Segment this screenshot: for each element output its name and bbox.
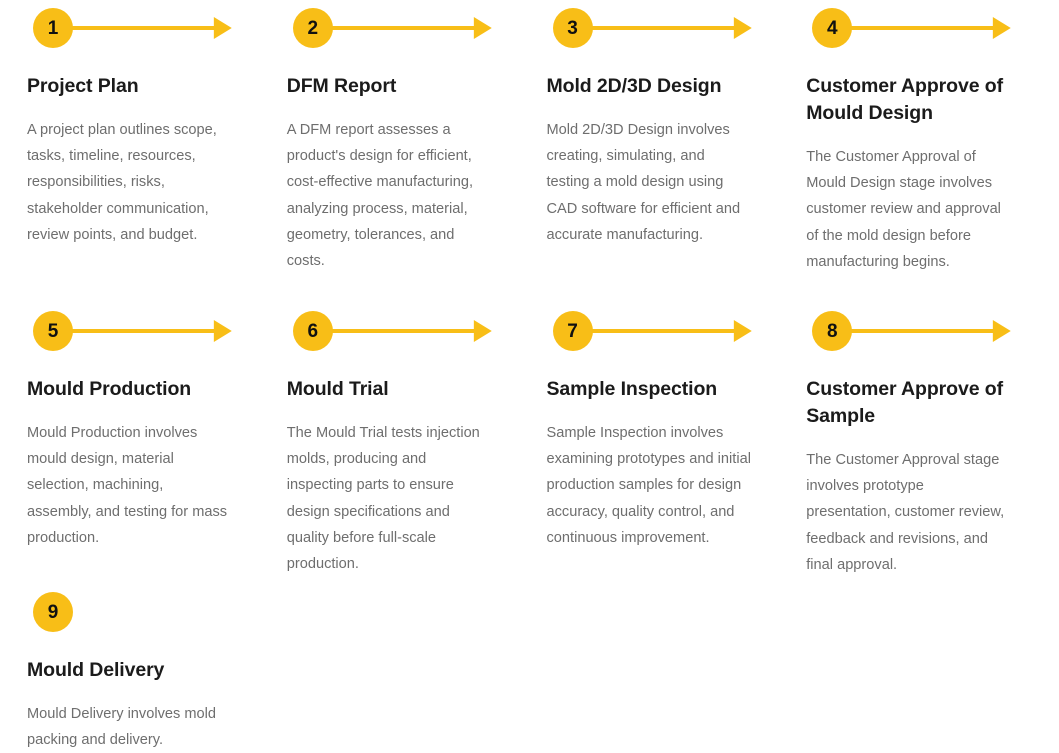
step-title-6: Mould Trial — [286, 378, 389, 400]
process-step-placeholder-c — [779, 571, 1039, 750]
step-marker-9: 9 — [27, 589, 232, 635]
process-step-9: 9 Mould Delivery Mould Delivery involves… — [0, 571, 260, 750]
step-title-2: DFM Report — [286, 75, 397, 97]
step-marker-5: 5 — [27, 308, 232, 354]
step-description-3: Mold 2D/3D Design involves creating, sim… — [546, 121, 741, 243]
process-step-1: 1 Project Plan A project plan outlines s… — [0, 0, 260, 290]
step-arrow-icon-4 — [848, 8, 1011, 48]
step-number-badge-7: 7 — [552, 311, 593, 351]
step-marker-1: 1 — [27, 5, 232, 51]
step-title-3: Mold 2D/3D Design — [546, 75, 722, 97]
step-title-7: Sample Inspection — [546, 378, 718, 400]
step-title-4: Customer Approve of Mould Design — [806, 75, 1003, 124]
process-step-5: 5 Mould Production Mould Production invo… — [0, 290, 260, 571]
step-description-4: The Customer Approval of Mould Design st… — [806, 148, 1001, 270]
process-row-2: 5 Mould Production Mould Production invo… — [0, 290, 1059, 573]
step-arrow-icon-1 — [69, 8, 232, 48]
step-arrow-icon-3 — [588, 8, 752, 48]
step-number-badge-3: 3 — [552, 8, 593, 48]
step-description-1: A project plan outlines scope, tasks, ti… — [27, 121, 217, 243]
process-step-placeholder-a — [260, 571, 520, 750]
step-number-badge-6: 6 — [292, 311, 333, 351]
process-step-3: 3 Mold 2D/3D Design Mold 2D/3D Design in… — [520, 0, 780, 290]
step-marker-3: 3 — [547, 5, 752, 51]
step-title-5: Mould Production — [27, 378, 192, 400]
step-arrow-icon-2 — [328, 8, 492, 48]
step-number-badge-9: 9 — [33, 592, 73, 632]
step-arrow-icon-6 — [328, 311, 492, 351]
step-description-9: Mould Delivery involves mold packing and… — [27, 705, 216, 749]
process-row-1: 1 Project Plan A project plan outlines s… — [0, 0, 1059, 290]
step-description-7: Sample Inspection involves examining pro… — [546, 424, 751, 546]
process-step-8: 8 Customer Approve of Sample The Custome… — [779, 290, 1039, 573]
step-description-2: A DFM report assesses a product's design… — [286, 121, 474, 270]
step-title-1: Project Plan — [27, 75, 139, 97]
step-title-8: Customer Approve of Sample — [806, 378, 1003, 427]
process-step-4: 4 Customer Approve of Mould Design The C… — [779, 0, 1039, 290]
step-description-5: Mould Production involves mould design, … — [27, 424, 228, 546]
process-row-3: 9 Mould Delivery Mould Delivery involves… — [0, 571, 1059, 750]
step-number-badge-5: 5 — [33, 311, 73, 351]
step-arrow-icon-8 — [848, 311, 1011, 351]
step-number-badge-1: 1 — [33, 8, 73, 48]
step-marker-8: 8 — [806, 308, 1011, 354]
step-description-8: The Customer Approval stage involves pro… — [806, 451, 1005, 573]
step-number-badge-8: 8 — [812, 311, 853, 351]
process-step-6: 6 Mould Trial The Mould Trial tests inje… — [260, 290, 520, 572]
step-marker-4: 4 — [806, 5, 1011, 51]
step-description-6: The Mould Trial tests injection molds, p… — [286, 424, 480, 573]
step-number-badge-2: 2 — [292, 8, 333, 48]
process-step-7: 7 Sample Inspection Sample Inspection in… — [520, 290, 780, 571]
step-arrow-icon-5 — [69, 311, 232, 351]
step-marker-2: 2 — [287, 5, 492, 51]
step-arrow-icon-7 — [588, 311, 752, 351]
process-step-2: 2 DFM Report A DFM report assesses a pro… — [260, 0, 520, 290]
step-marker-6: 6 — [287, 308, 492, 354]
step-title-9: Mould Delivery — [27, 659, 165, 681]
step-marker-7: 7 — [547, 308, 752, 354]
process-step-placeholder-b — [520, 571, 780, 750]
step-number-badge-4: 4 — [812, 8, 853, 48]
